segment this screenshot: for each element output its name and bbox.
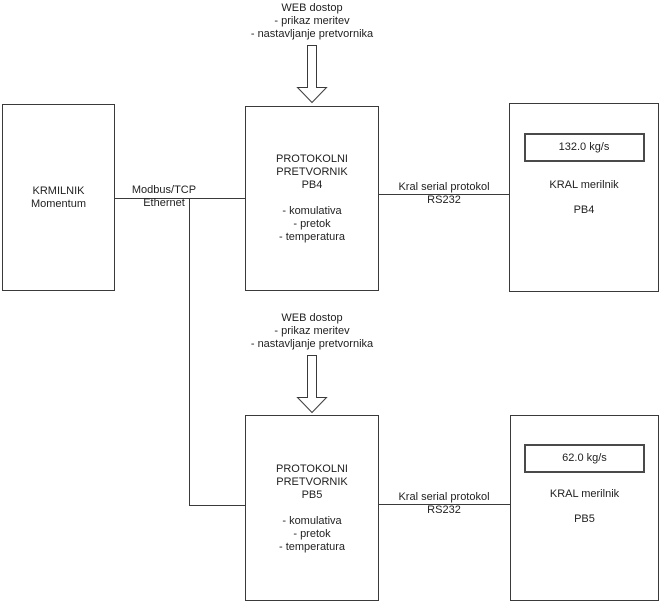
branch-horizontal-line (189, 505, 246, 506)
modbus-line (115, 198, 245, 199)
serial-label-line1: Kral serial protokol (398, 491, 490, 503)
serial-label-line2: RS232 (427, 194, 461, 206)
modbus-label: Modbus/TCP Ethernet (104, 184, 224, 210)
web-access-block-bottom: WEB dostop - prikaz meritev - nastavljan… (222, 312, 402, 351)
web-access-title: WEB dostop (281, 2, 343, 14)
converter-title: PRETVORNIK (276, 475, 348, 488)
converter-item: - komulativa (282, 514, 342, 527)
serial-line-pb5 (378, 504, 510, 505)
web-access-title: WEB dostop (281, 312, 343, 324)
controller-box: KRMILNIK Momentum (2, 104, 115, 291)
down-arrow-icon-top (296, 45, 328, 104)
converter-title: PROTOKOLNI (276, 153, 348, 165)
web-access-item: - nastavljanje pretvornika (250, 28, 374, 40)
converter-item: - temperatura (278, 540, 346, 553)
meter-id: PB4 (573, 204, 595, 216)
converter-item: - pretok (293, 218, 331, 230)
converter-item: - temperatura (278, 231, 346, 243)
serial-label-line2: RS232 (427, 504, 461, 516)
serial-label-pb4: Kral serial protokol RS232 (384, 181, 504, 207)
flow-value: 62.0 kg/s (562, 452, 607, 464)
web-access-item: - prikaz meritev (274, 325, 350, 337)
converter-title: PRETVORNIK (276, 166, 348, 178)
meter-label: KRAL merilnik (549, 488, 620, 500)
controller-name: KRMILNIK (32, 184, 85, 197)
converter-pb4-box: PROTOKOLNI PRETVORNIK PB4 - komulativa -… (245, 106, 379, 291)
web-access-block-top: WEB dostop - prikaz meritev - nastavljan… (222, 2, 402, 41)
serial-line-pb4 (378, 194, 509, 195)
down-arrow-icon-bottom (296, 355, 328, 414)
converter-id: PB4 (301, 179, 323, 191)
converter-pb5-box: PROTOKOLNI PRETVORNIK PB5 - komulativa -… (245, 415, 379, 601)
flow-display-pb5: 62.0 kg/s (524, 444, 645, 473)
meter-pb5-box: 62.0 kg/s KRAL merilnik PB5 (510, 415, 659, 601)
modbus-label-line1: Modbus/TCP (131, 184, 197, 196)
web-access-item: - prikaz meritev (274, 15, 350, 27)
meter-id: PB5 (574, 513, 595, 525)
flow-display-pb4: 132.0 kg/s (523, 133, 645, 162)
meter-label: KRAL merilnik (549, 179, 619, 191)
web-access-item: - nastavljanje pretvornika (250, 338, 374, 350)
meter-pb4-box: 132.0 kg/s KRAL merilnik PB4 (509, 103, 659, 292)
converter-item: - komulativa (282, 205, 342, 217)
converter-id: PB5 (301, 488, 323, 501)
serial-label-line1: Kral serial protokol (398, 181, 490, 193)
branch-vertical-line (189, 198, 190, 506)
converter-item: - pretok (293, 527, 331, 540)
serial-label-pb5: Kral serial protokol RS232 (384, 491, 504, 517)
modbus-label-line2: Ethernet (143, 197, 185, 209)
converter-title: PROTOKOLNI (276, 462, 348, 475)
controller-model: Momentum (30, 197, 87, 210)
flow-value: 132.0 kg/s (558, 141, 610, 153)
